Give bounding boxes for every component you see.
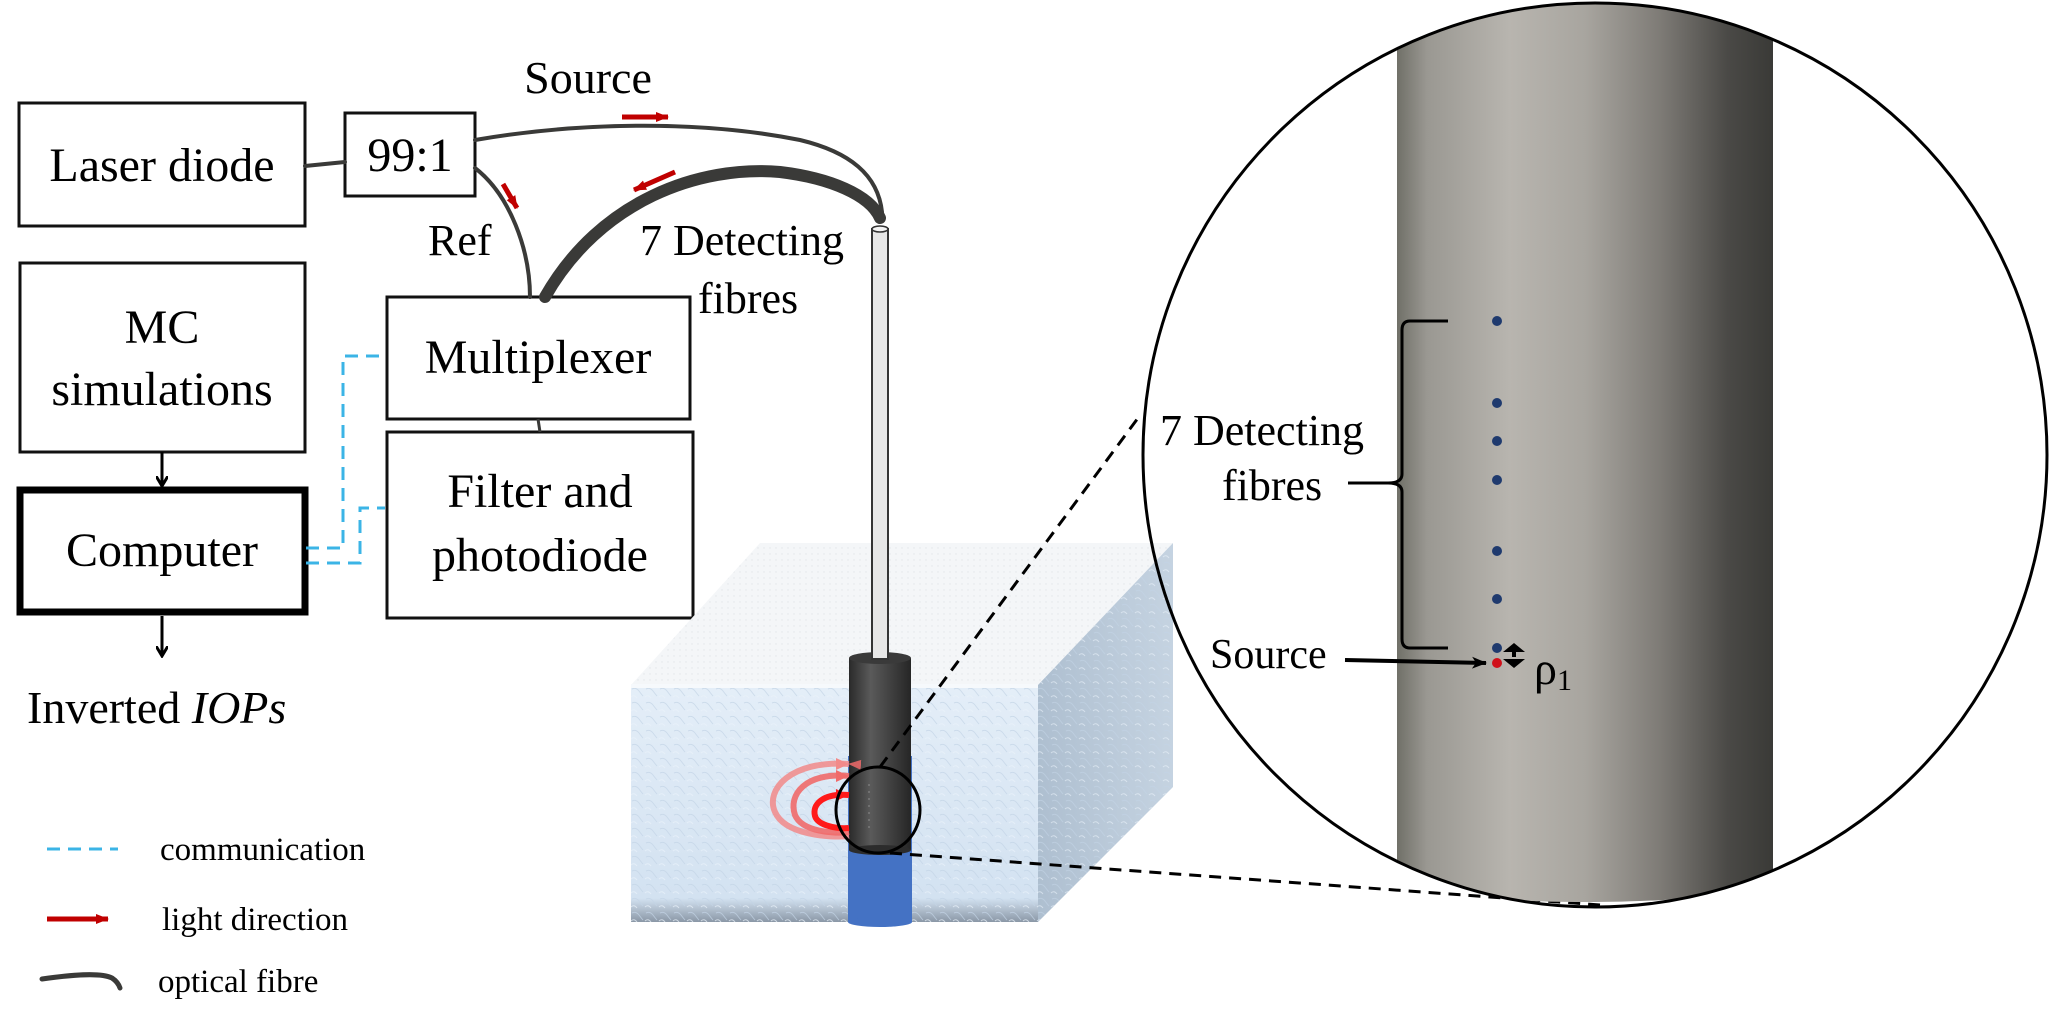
legend: communication light direction optical fi… [39, 832, 365, 1000]
mc-simulations-block: MC simulations [18, 261, 307, 454]
ice-top-face [631, 543, 1173, 685]
inset-source-label: Source [1210, 632, 1327, 678]
detector-dot [1492, 643, 1502, 653]
computer-block: Computer [16, 486, 309, 616]
filter-photodiode-block: Filter and photodiode [385, 430, 695, 620]
legend-communication-label: communication [160, 832, 365, 868]
detector-dot [1492, 475, 1502, 485]
legend-light-direction-label: light direction [162, 902, 348, 938]
probe-fibre-tube [871, 225, 889, 660]
zoom-line-upper [878, 417, 1140, 768]
detector-dot [1492, 594, 1502, 604]
filter-label-line1: Filter and [447, 465, 632, 518]
inset-detail: 7 Detecting fibres Source ρ1 [1141, 1, 2049, 909]
inset-probe-cylinder [1397, 3, 1773, 880]
ref-label: Ref [428, 216, 492, 265]
splitter-block: 99:1 [343, 111, 477, 198]
computer-label: Computer [66, 524, 258, 577]
laser-diode-label: Laser diode [49, 139, 274, 192]
filter-label-line2: photodiode [432, 529, 648, 582]
light-arc-inner [811, 791, 850, 832]
mc-simulations-box [18, 261, 307, 454]
inset-detecting-line2: fibres [1222, 461, 1322, 510]
splitter-label: 99:1 [367, 129, 452, 182]
legend-optical-fibre-symbol [39, 972, 123, 991]
probe-sleeve [849, 652, 911, 855]
detector-dot [1492, 398, 1502, 408]
source-fibre [473, 123, 884, 214]
source-pointer-arrow [1344, 656, 1487, 669]
rho-label: ρ1 [1534, 643, 1572, 697]
laser-diode-block: Laser diode [17, 101, 307, 228]
light-direction-arrow-ref [500, 182, 520, 210]
multiplexer-box [385, 295, 692, 421]
splitter-box [343, 111, 477, 198]
detector-dot [1492, 546, 1502, 556]
detector-dot [1492, 436, 1502, 446]
rho-subscript: 1 [1557, 664, 1572, 697]
source-dot [1492, 658, 1502, 668]
inset-circle [1141, 1, 2049, 909]
laser-diode-box [17, 101, 307, 228]
light-arc-middle [790, 772, 850, 836]
output-label: Inverted IOPs [27, 682, 286, 733]
light-direction-arrow-detect [632, 169, 677, 193]
detector-dot [1492, 316, 1502, 326]
legend-optical-fibre-label: optical fibre [158, 964, 318, 1000]
ice-block [631, 543, 1173, 922]
mc-label-line2: simulations [51, 363, 272, 416]
detecting-fibres-bundle [539, 165, 886, 303]
mc-label-line1: MC [125, 301, 200, 354]
multiplexer-filter-connector [536, 418, 542, 433]
detecting-label-line1: 7 Detecting [640, 216, 844, 265]
detector-dots [1492, 316, 1502, 668]
inset-detecting-line1: 7 Detecting [1160, 406, 1364, 455]
reference-fibre [473, 166, 532, 299]
rho-distance-arrow [1503, 643, 1525, 668]
light-arc-outer [769, 759, 862, 840]
output-label-text: Inverted [27, 682, 192, 733]
laser-to-splitter-fibre [303, 160, 347, 168]
detecting-label-line2: fibres [698, 274, 798, 323]
filter-photodiode-box [385, 430, 695, 620]
computer-box [16, 486, 309, 616]
output-label-iops: IOPs [191, 682, 287, 733]
source-label: Source [524, 52, 652, 103]
communication-line-photodiode [306, 506, 385, 565]
multiplexer-label: Multiplexer [425, 331, 652, 384]
magnifier-circle [834, 765, 922, 855]
communication-line-multiplexer [306, 354, 385, 550]
rho-symbol: ρ [1534, 643, 1557, 694]
multiplexer-block: Multiplexer [385, 295, 692, 421]
